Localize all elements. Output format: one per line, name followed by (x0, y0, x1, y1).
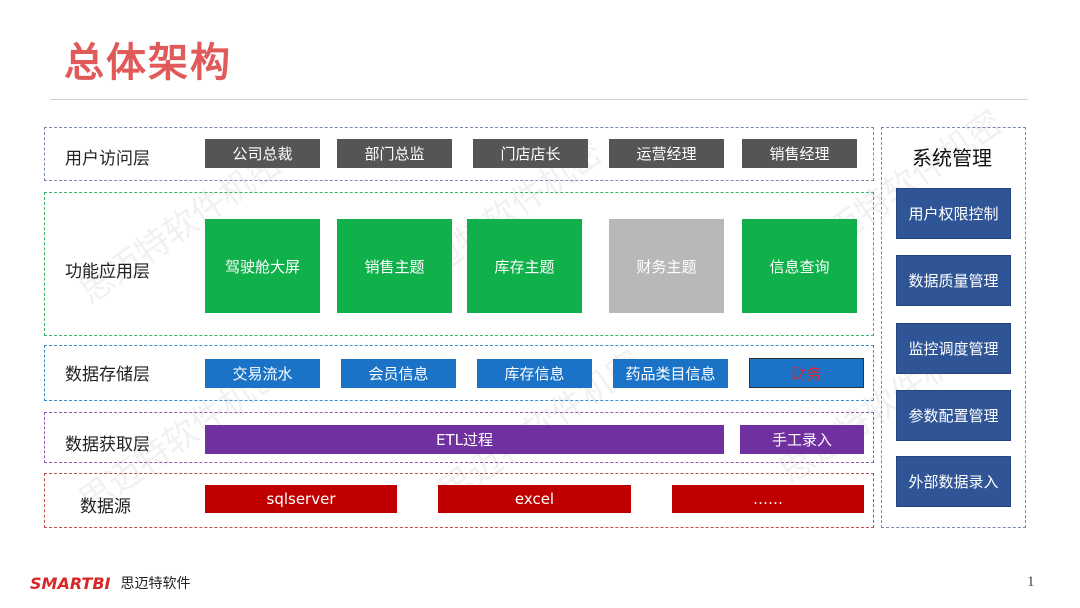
function-box-inventory: 库存主题 (467, 219, 582, 313)
sys-box-monitoring-scheduling: 监控调度管理 (896, 323, 1011, 374)
layer-data-storage (44, 345, 874, 401)
storage-box-finance: 财务 (749, 358, 864, 388)
storage-box-transactions: 交易流水 (205, 359, 320, 388)
layer-label-user-access: 用户访问层 (65, 149, 150, 169)
user-box-store-manager: 门店店长 (473, 139, 588, 168)
function-box-cockpit: 驾驶舱大屏 (205, 219, 320, 313)
page-title: 总体架构 (64, 40, 232, 86)
layer-data-source (44, 473, 874, 528)
source-box-more: …… (672, 485, 864, 513)
brand-logo: SMARTBI (30, 573, 111, 593)
acquisition-box-manual-entry: 手工录入 (740, 425, 864, 454)
user-box-ops-manager: 运营经理 (609, 139, 724, 168)
system-management-panel (881, 127, 1026, 528)
source-box-sqlserver: sqlserver (205, 485, 397, 513)
layer-data-acquisition (44, 412, 874, 463)
source-box-excel: excel (438, 485, 631, 513)
acquisition-box-etl: ETL过程 (205, 425, 724, 454)
layer-user-access (44, 127, 874, 181)
storage-box-members: 会员信息 (341, 359, 456, 388)
sys-box-external-data-entry: 外部数据录入 (896, 456, 1011, 507)
footer-logo: SMARTBI 思迈特软件 (30, 573, 191, 593)
title-divider (50, 99, 1028, 100)
layer-label-data-acquisition: 数据获取层 (65, 435, 150, 455)
layer-function-app (44, 192, 874, 336)
storage-box-drug-categories: 药品类目信息 (613, 359, 728, 388)
function-box-finance: 财务主题 (609, 219, 724, 313)
user-box-dept-director: 部门总监 (337, 139, 452, 168)
user-box-sales-manager: 销售经理 (742, 139, 857, 168)
layer-label-data-source: 数据源 (80, 497, 131, 517)
system-management-title: 系统管理 (912, 146, 992, 170)
layer-label-function-app: 功能应用层 (65, 262, 150, 282)
storage-box-inventory: 库存信息 (477, 359, 592, 388)
company-name: 思迈特软件 (120, 576, 191, 592)
page-number: 1 (1027, 574, 1035, 590)
function-box-sales: 销售主题 (337, 219, 452, 313)
layer-label-data-storage: 数据存储层 (65, 365, 150, 385)
function-box-info-query: 信息查询 (742, 219, 857, 313)
sys-box-user-permissions: 用户权限控制 (896, 188, 1011, 239)
sys-box-data-quality: 数据质量管理 (896, 255, 1011, 306)
sys-box-parameter-config: 参数配置管理 (896, 390, 1011, 441)
user-box-president: 公司总裁 (205, 139, 320, 168)
